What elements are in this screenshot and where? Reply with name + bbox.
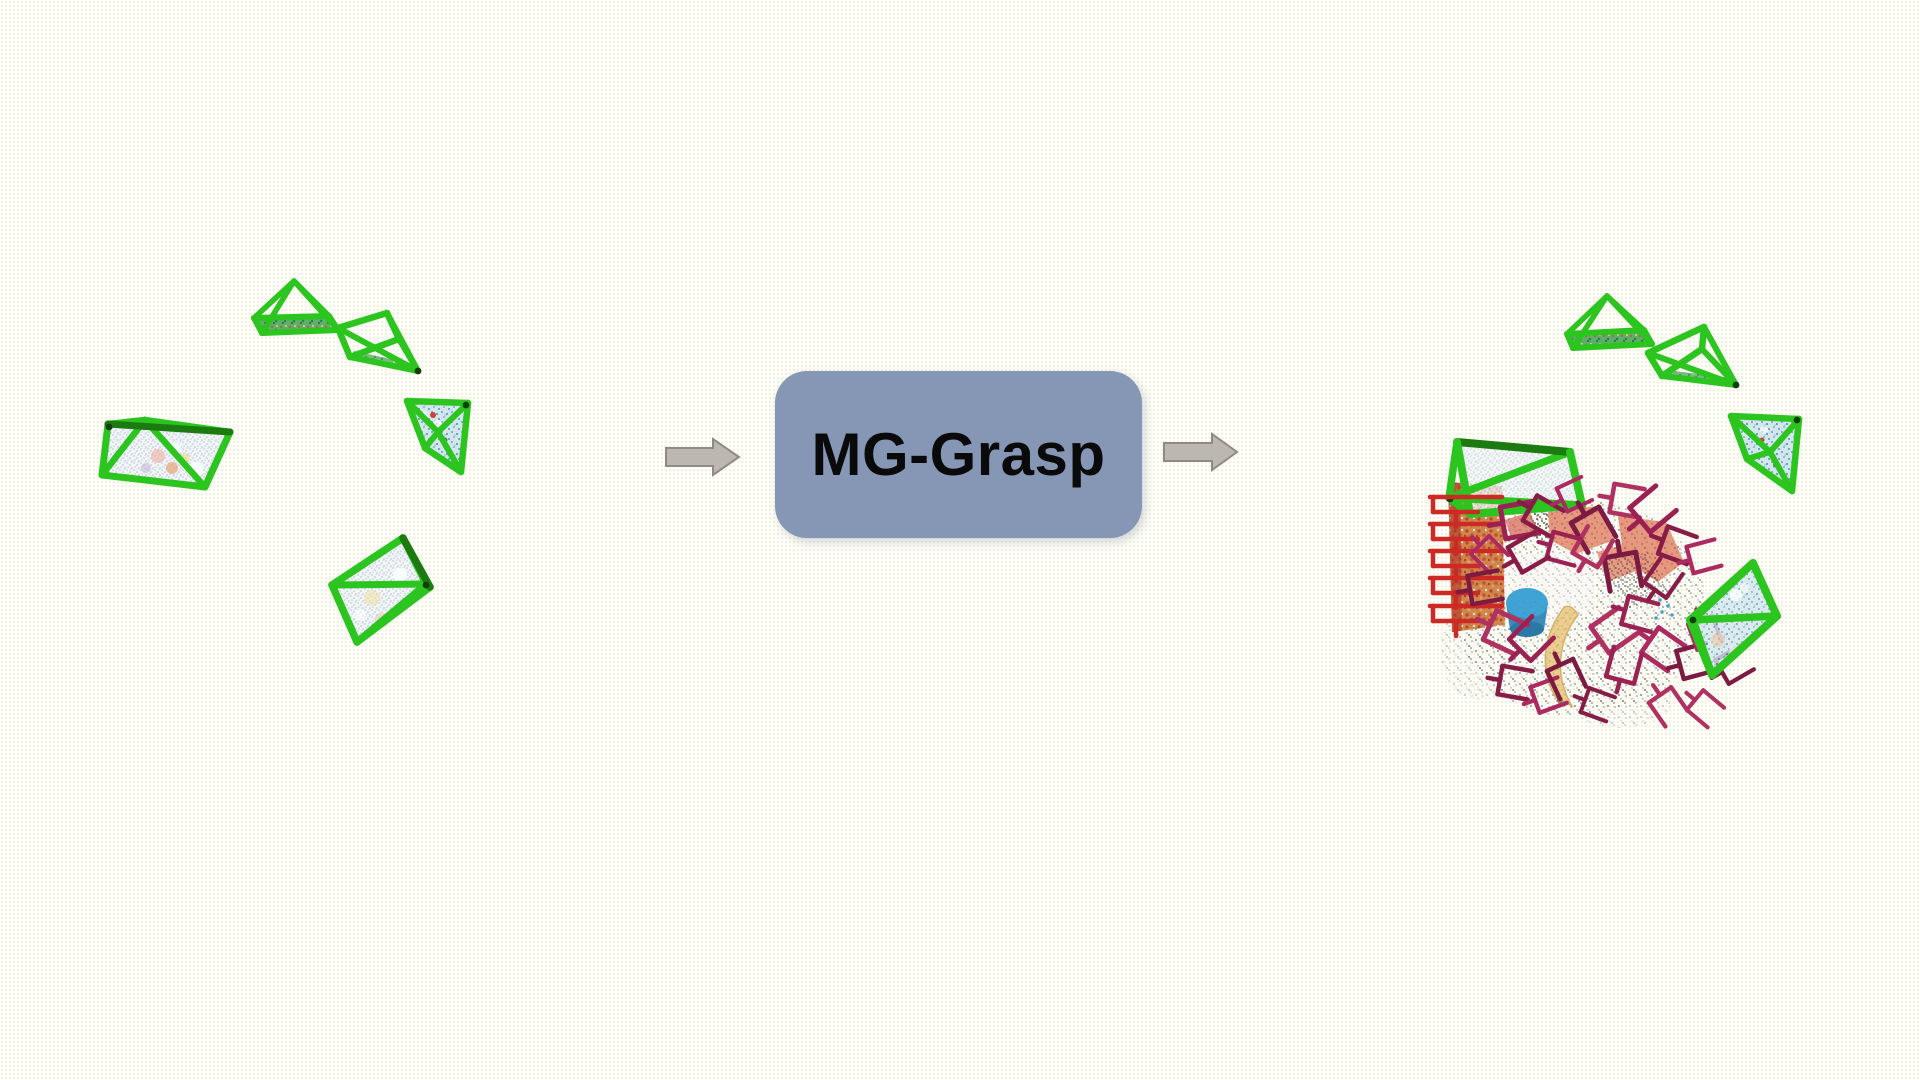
grasp-pose [1603,644,1645,695]
grasp-pose [1485,663,1535,702]
output-frustum-1 [1564,293,1655,351]
mg-grasp-label: MG-Grasp [811,421,1106,488]
grasp-poses [1455,474,1756,730]
grasp-pose [1610,593,1661,635]
grasp-pose [1646,683,1690,729]
input-frustum-1 [251,278,341,336]
input-frustum-2 [334,309,422,375]
grasp-pose [1521,675,1569,715]
output-scene-group [1427,293,1803,730]
input-frustum-5 [328,534,434,646]
blue-cylinder [1506,588,1548,637]
box-grasp-pose [1427,548,1505,584]
grasp-pose [1455,568,1505,607]
grasp-pose [1544,651,1589,702]
output-frustum-3 [1727,412,1803,495]
grasp-pose [1468,533,1511,576]
grasp-pose [1601,538,1645,594]
grasp-pose [1641,556,1685,602]
grasp-pose [1626,483,1679,535]
grasp-pose [1572,685,1617,724]
grasp-pose [1506,614,1556,664]
arrow-left [665,437,741,477]
grasp-pose [1586,604,1640,656]
grasp-pose [1676,537,1724,576]
grasp-pose [1648,524,1699,567]
input-views-group [98,278,472,646]
input-frustum-3 [403,397,472,476]
mg-grasp-box: MG-Grasp [775,371,1142,538]
input-frustum-4 [98,416,234,491]
grasp-pose [1536,529,1584,568]
box-grasp-pose [1427,603,1505,639]
grasp-pose [1474,607,1531,657]
grasp-pose [1501,529,1551,575]
blue-speck-cluster [1654,598,1674,620]
output-frustum-5 [1686,559,1781,679]
flow-arrows [665,432,1239,477]
grasp-pose [1636,625,1688,674]
output-frustum-2 [1644,323,1740,389]
arrow-right [1163,432,1239,472]
grasp-pose [1516,493,1566,539]
grasp-pose [1684,688,1727,730]
